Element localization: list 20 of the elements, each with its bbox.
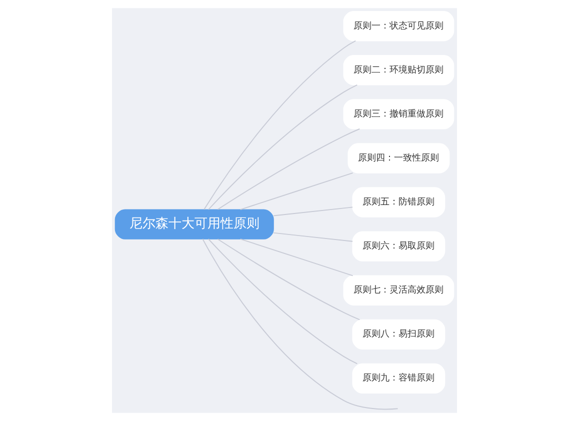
connector xyxy=(208,84,358,210)
node-box: 原则八：易扫原则 xyxy=(352,319,446,350)
node-box: 原则一：状态可见原则 xyxy=(343,11,454,42)
node-box: 原则四：一致性原则 xyxy=(348,143,450,174)
connector xyxy=(202,238,398,410)
connector xyxy=(273,232,354,242)
node-box: 原则三：撤销重做原则 xyxy=(343,99,454,130)
connector xyxy=(217,238,360,320)
node-box: 原则九：容错原则 xyxy=(352,363,446,394)
node-box: 原则五：防错原则 xyxy=(352,187,446,218)
node-box: 原则六：易取原则 xyxy=(352,231,446,262)
node-box: 尼尔森十大可用性原则 xyxy=(114,209,274,240)
connector xyxy=(208,238,358,364)
connector xyxy=(240,238,354,276)
connector xyxy=(240,172,354,210)
connector xyxy=(273,206,354,216)
node-box: 原则七：灵活高效原则 xyxy=(343,275,454,306)
connector xyxy=(204,40,356,210)
node-box: 原则二：环境贴切原则 xyxy=(343,55,454,86)
connector xyxy=(217,128,360,210)
